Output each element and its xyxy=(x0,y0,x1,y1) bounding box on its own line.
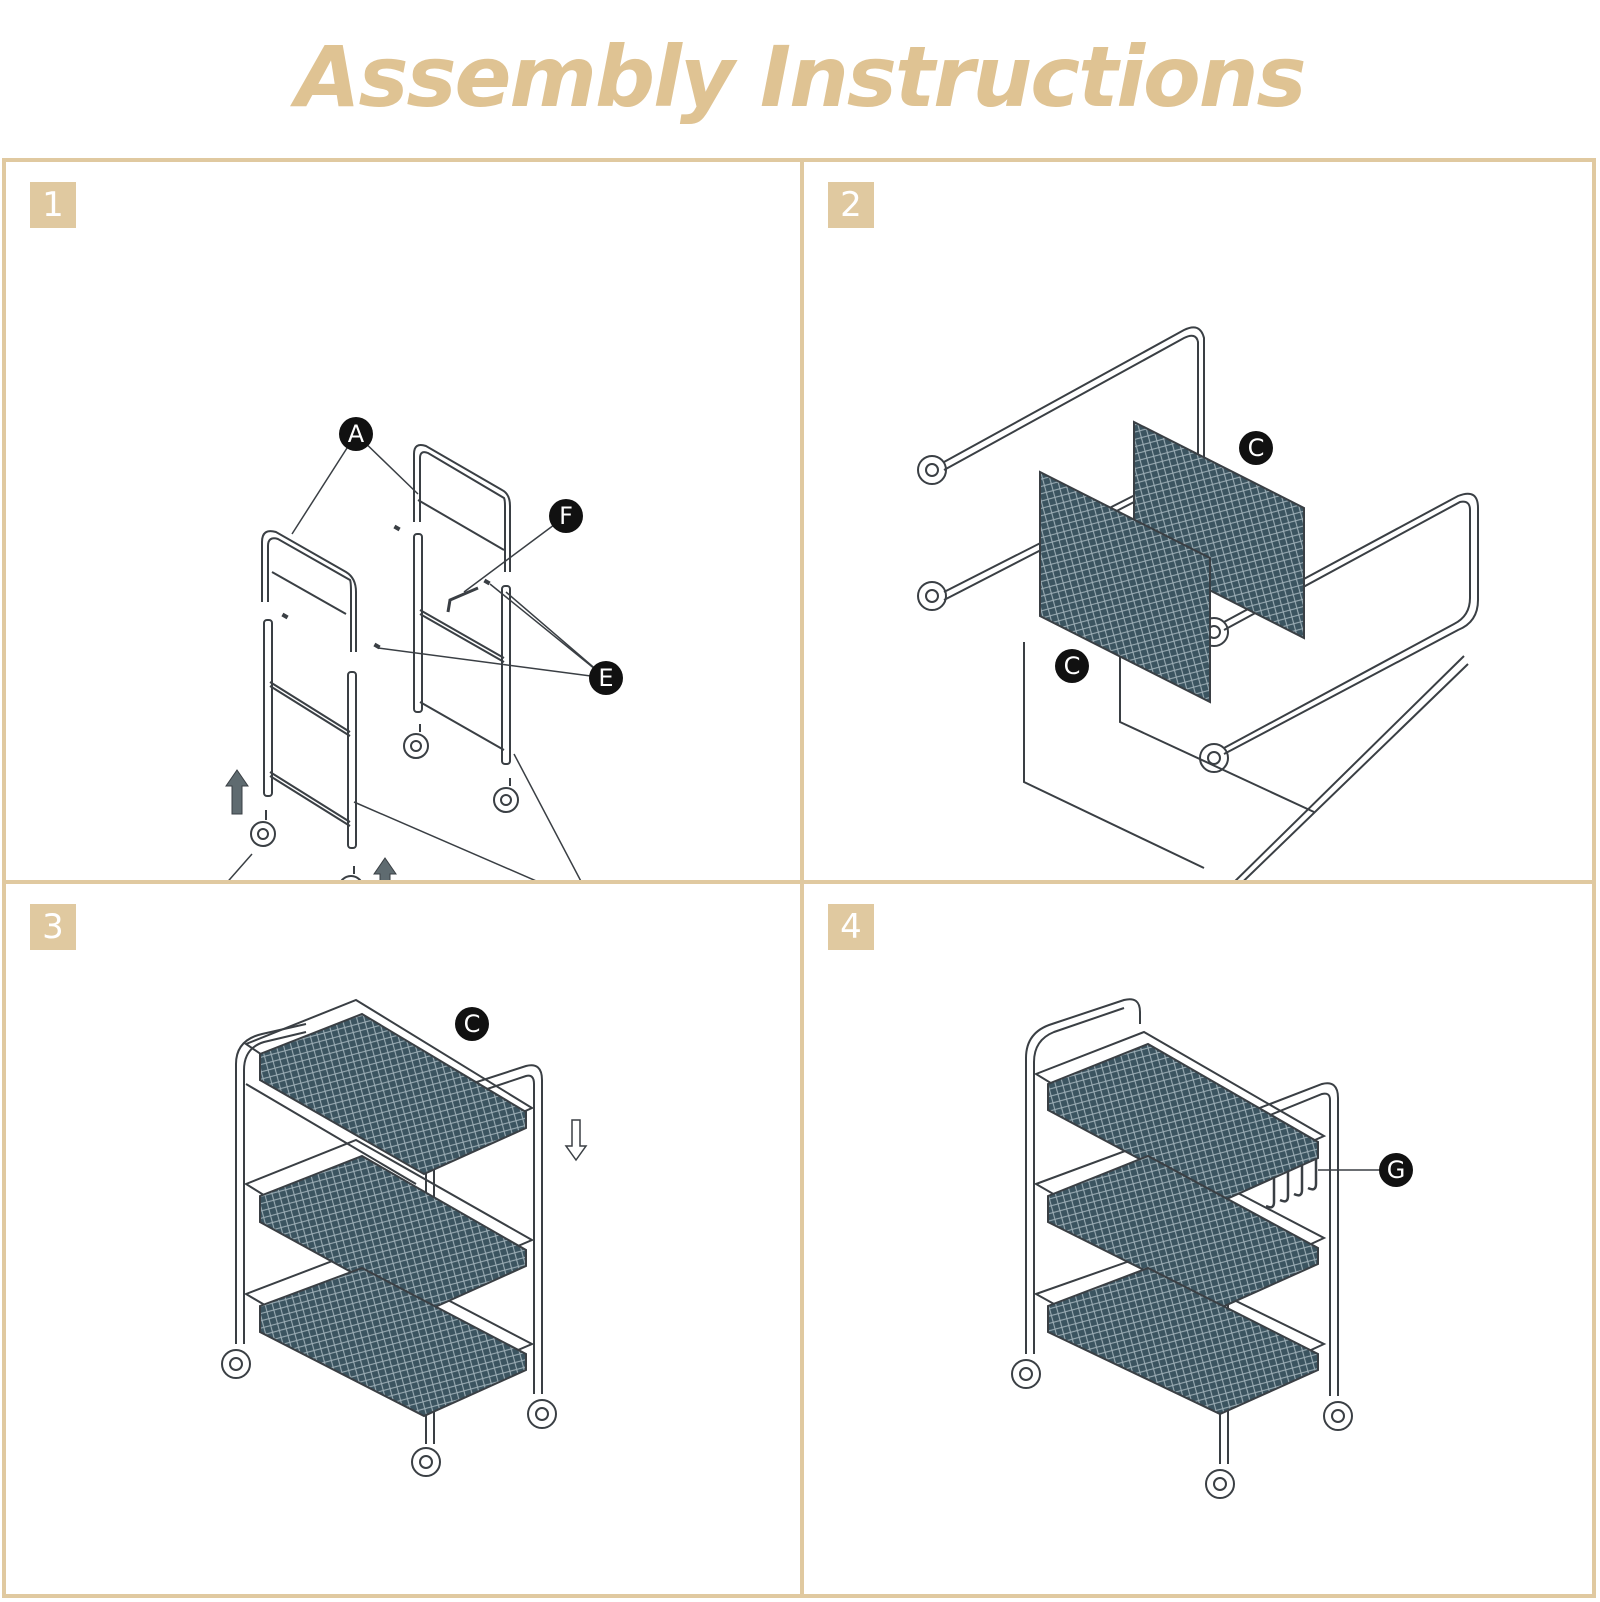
mesh-shelf-bottom xyxy=(1047,1266,1319,1416)
frame-post xyxy=(1025,998,1141,1354)
caster-wheel xyxy=(221,1349,251,1379)
part-label-c: C xyxy=(1248,434,1265,462)
allen-key xyxy=(446,586,479,613)
upper-frame-right-inner xyxy=(419,451,506,572)
grid-divider-vertical xyxy=(800,162,804,1594)
up-arrow xyxy=(225,769,249,815)
caster-wheel xyxy=(1199,743,1229,773)
upper-frame-right xyxy=(413,444,511,572)
step-3-illustration: C xyxy=(221,998,588,1477)
lower-tube-right xyxy=(347,671,357,849)
caster-wheel xyxy=(340,866,362,880)
caster-wheel xyxy=(917,581,947,611)
step-2-illustration: C C xyxy=(917,326,1479,880)
caster-wheel xyxy=(250,810,276,847)
part-label-g: G xyxy=(1387,1156,1406,1184)
step-1-panel: A F E D B 1 xyxy=(6,162,800,880)
step-number-badge: 2 xyxy=(828,182,874,228)
lower-tube-left xyxy=(263,619,273,797)
side-frame-back xyxy=(943,326,1205,463)
caster-wheel xyxy=(527,1399,557,1429)
mesh-shelf-middle xyxy=(1047,1154,1319,1310)
caster-wheel xyxy=(411,1447,441,1477)
lower-tube-right-a xyxy=(413,533,423,713)
caster-wheel xyxy=(1205,1469,1235,1499)
step-2-panel: C C 2 xyxy=(804,162,1598,880)
caster-wheel xyxy=(1011,1359,1041,1389)
mesh-basket-front xyxy=(1039,470,1211,704)
step-4-illustration: G xyxy=(1011,998,1413,1499)
mesh-basket-back xyxy=(1133,420,1305,640)
caster-wheel xyxy=(1323,1401,1353,1431)
caster-wheel xyxy=(493,778,519,813)
step-4-panel: G 4 xyxy=(804,884,1598,1602)
mesh-shelf-bottom xyxy=(259,1266,527,1418)
step-3-panel: C 3 xyxy=(6,884,800,1602)
step-1-illustration: A F E D B xyxy=(225,417,623,880)
part-label-c: C xyxy=(464,1010,481,1038)
step-number-badge: 3 xyxy=(30,904,76,950)
side-frame-front xyxy=(1223,492,1479,755)
grid-divider-horizontal xyxy=(6,880,1592,884)
instruction-grid: A F E D B 1 xyxy=(2,158,1596,1598)
frame-post xyxy=(235,1023,307,1344)
step-number-badge: 4 xyxy=(828,904,874,950)
hooks xyxy=(1265,1154,1318,1209)
caster-wheel xyxy=(917,455,947,485)
upper-frame-left-inner xyxy=(267,537,352,652)
caster-wheel xyxy=(403,724,429,759)
upper-frame-left xyxy=(261,530,357,652)
mesh-shelf-top xyxy=(259,1012,527,1176)
down-arrow xyxy=(564,1119,588,1162)
mesh-shelf-top xyxy=(1047,1042,1319,1204)
step-number-badge: 1 xyxy=(30,182,76,228)
lower-tube-right-b xyxy=(501,585,511,765)
part-label-c: C xyxy=(1064,652,1081,680)
up-arrow xyxy=(373,857,397,880)
page-title: Assembly Instructions xyxy=(295,28,1306,126)
part-label-e: E xyxy=(598,664,613,692)
part-label-a: A xyxy=(348,420,365,448)
part-label-f: F xyxy=(559,502,573,530)
mesh-shelf-middle xyxy=(259,1154,527,1314)
